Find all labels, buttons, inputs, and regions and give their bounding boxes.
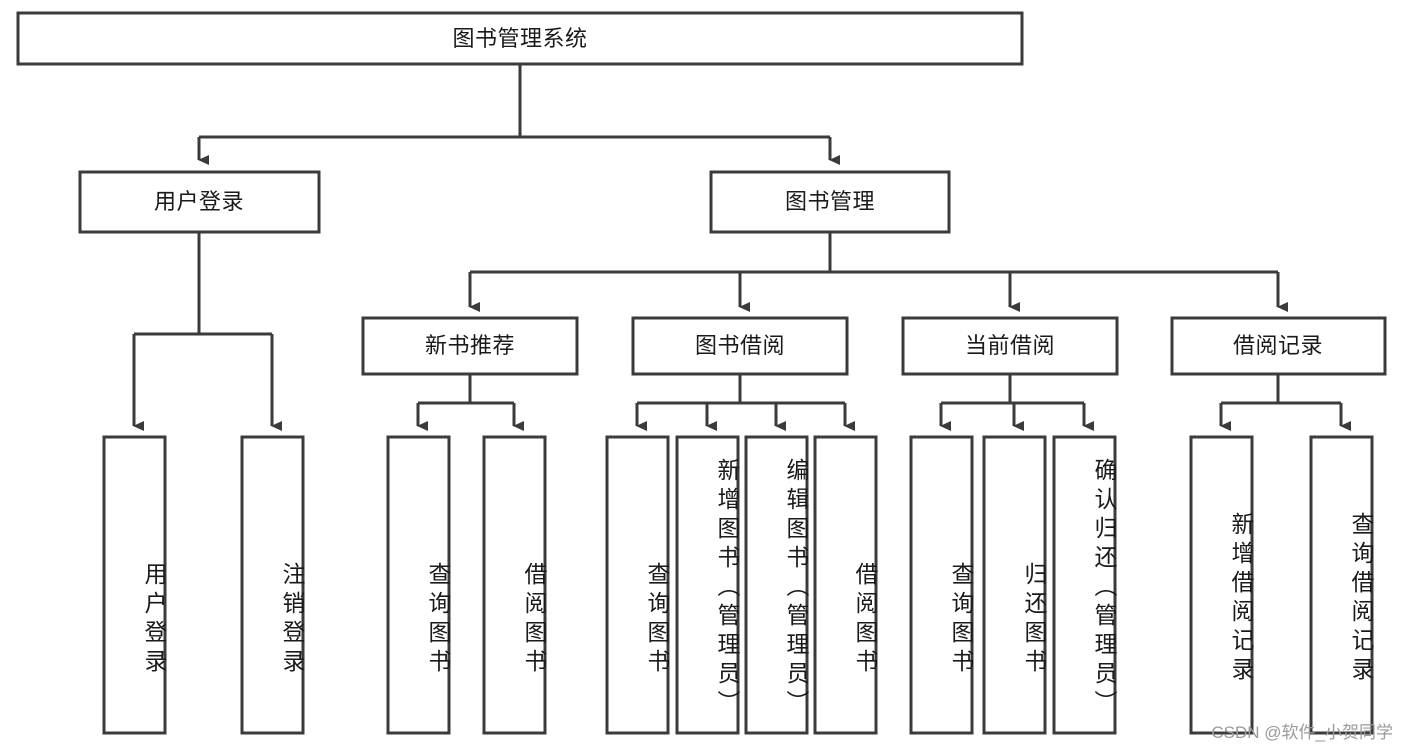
node-new-book-recommend[interactable]: 新书推荐 [361, 316, 579, 376]
leaf-box-borrow-lend[interactable] [813, 435, 878, 735]
node-book-borrow-label: 图书借阅 [695, 333, 785, 358]
leaf-boxes [102, 435, 1374, 735]
node-current-borrow-label: 当前借阅 [965, 333, 1055, 358]
leaf-box-logout[interactable] [240, 435, 305, 735]
node-user-login-box[interactable] [78, 170, 321, 234]
leaf-box-record-query[interactable] [1309, 435, 1374, 735]
leaf-box-borrow-query[interactable] [605, 435, 670, 735]
leaf-box-borrow-edit[interactable] [744, 435, 809, 735]
node-book-borrow[interactable]: 图书借阅 [631, 316, 849, 376]
leaf-box-current-query[interactable] [909, 435, 974, 735]
node-borrow-record-box[interactable] [1170, 316, 1387, 376]
node-book-management-label: 图书管理 [785, 189, 875, 214]
node-root-box[interactable] [16, 11, 1024, 66]
leaf-box-user-login[interactable] [102, 435, 167, 735]
leaf-box-borrow-add[interactable] [675, 435, 740, 735]
leaf-box-newbook-query[interactable] [386, 435, 451, 735]
node-borrow-record[interactable]: 借阅记录 [1170, 316, 1387, 376]
node-root-label: 图书管理系统 [452, 26, 587, 51]
node-user-login[interactable]: 用户登录 [78, 170, 321, 234]
node-borrow-record-label: 借阅记录 [1233, 333, 1323, 358]
node-new-book-recommend-label: 新书推荐 [425, 333, 515, 358]
csdn-watermark: CSDN @软件_小贺同学 [1211, 723, 1393, 742]
leaf-box-record-add[interactable] [1189, 435, 1254, 735]
leaf-box-newbook-borrow[interactable] [482, 435, 547, 735]
leaf-box-current-return[interactable] [982, 435, 1047, 735]
node-new-book-recommend-box[interactable] [361, 316, 579, 376]
node-book-borrow-box[interactable] [631, 316, 849, 376]
node-current-borrow[interactable]: 当前借阅 [901, 316, 1119, 376]
node-current-borrow-box[interactable] [901, 316, 1119, 376]
leaf-box-current-confirm[interactable] [1052, 435, 1117, 735]
node-book-management[interactable]: 图书管理 [709, 170, 951, 234]
connectors [132, 64, 1351, 431]
node-user-login-label: 用户登录 [154, 189, 244, 214]
node-root[interactable]: 图书管理系统 [16, 11, 1024, 66]
node-book-management-box[interactable] [709, 170, 951, 234]
